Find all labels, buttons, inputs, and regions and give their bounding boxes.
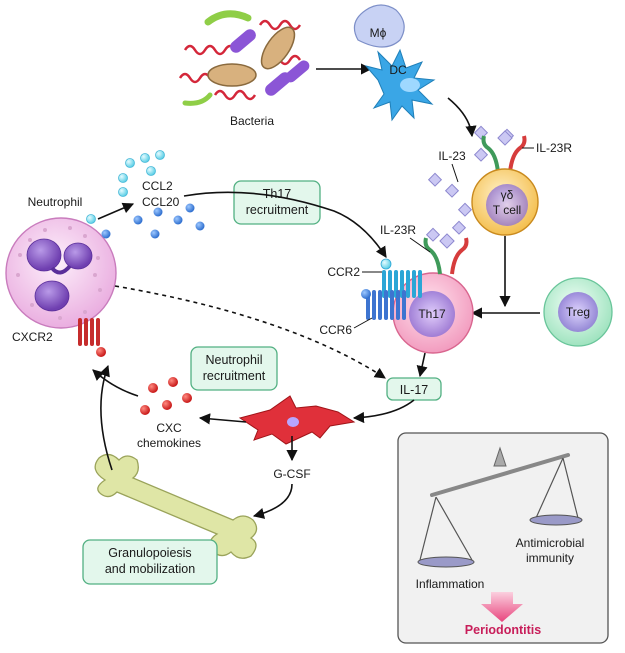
periodontitis-label: Periodontitis: [465, 623, 541, 637]
il17-box: IL-17: [386, 377, 442, 401]
bacteria-cluster: [178, 10, 310, 106]
il23r-label-mid: IL-23R: [380, 223, 416, 237]
dc-nucleus: [400, 78, 420, 92]
granulopoiesis-line1: Granulopoiesis: [108, 546, 191, 560]
antimicrobial-label-line2: immunity: [526, 551, 574, 565]
arrow-ccl-to-th17: [183, 191, 387, 258]
cxc-chemokines: [140, 377, 192, 415]
arrow-il17-to-fibroblast: [352, 399, 415, 424]
granulopoiesis-line2: and mobilization: [105, 562, 195, 576]
cxcr2-label: CXCR2: [12, 330, 53, 344]
il23r-mid-leader: [409, 237, 431, 253]
th17-nucleus: [409, 291, 455, 337]
arrow-cxc-to-neutrophil: [92, 369, 139, 397]
th17-label: Th17: [418, 307, 446, 321]
ccl20-chemokines: [133, 203, 205, 239]
il23r-receptor-top: [481, 130, 527, 173]
neutrophil-nucleus: [26, 238, 93, 312]
treg-nucleus: [558, 292, 598, 332]
arrow-neutrophil-to-il17-dashed: [114, 285, 386, 379]
bacteria-label: Bacteria: [230, 114, 274, 128]
fibroblast-nucleus: [287, 417, 299, 427]
ccl20-label: CCL20: [142, 195, 180, 209]
arrow-dc-to-il23r: [447, 97, 477, 138]
th17-recruitment-box: Th17 recruitment: [233, 180, 321, 225]
granulopoiesis-box: Granulopoiesis and mobilization: [82, 539, 218, 585]
macrophage-label: Mϕ: [370, 26, 387, 40]
balance-panel: [397, 432, 609, 644]
gd-tcell-nucleus: [486, 184, 528, 226]
il23-label-leader: [451, 163, 459, 183]
neutrophil-label: Neutrophil: [28, 195, 83, 209]
treg-label: Treg: [566, 305, 590, 319]
arrow-th17-to-il17: [416, 352, 428, 378]
down-arrow-to-periodontitis: [481, 592, 523, 622]
cxcr2-receptor: [78, 318, 106, 357]
arrow-bone-to-neutrophil: [99, 364, 113, 471]
bone-marrow: [94, 453, 258, 559]
ccr2-label: CCR2: [327, 265, 360, 279]
cxc-label-line2: chemokines: [137, 436, 201, 450]
neutrophil-recruitment-box: Neutrophil recruitment: [190, 346, 278, 391]
neutrophil-ccl2-bead: [86, 214, 96, 224]
neutrophil-recruitment-line1: Neutrophil: [206, 353, 263, 367]
il17-label: IL-17: [400, 383, 429, 397]
gd-tcell-label: T cell: [493, 203, 521, 217]
ccr2-receptor: [380, 258, 422, 298]
arrow-neutrophil-to-ccl: [97, 202, 135, 220]
gd-symbol-label: γδ: [501, 188, 514, 202]
ccr6-leader: [353, 317, 373, 329]
th17-recruitment-line2: recruitment: [246, 203, 309, 217]
ccl2-label: CCL2: [142, 179, 173, 193]
gcsf-label: G-CSF: [273, 467, 310, 481]
antimicrobial-label-line1: Antimicrobial: [516, 536, 585, 550]
inflammation-label: Inflammation: [416, 577, 485, 591]
macrophage-cell: [353, 4, 405, 48]
ccr6-receptor: [361, 289, 406, 320]
il23-label: IL-23: [438, 149, 466, 163]
cxc-label-line1: CXC: [156, 421, 182, 435]
dc-label: DC: [389, 63, 407, 77]
neutrophil-ccl20-bead: [101, 229, 111, 239]
ccr6-label: CCR6: [319, 323, 352, 337]
ccl2-chemokines: [118, 150, 165, 197]
arrow-gcsf-to-bone: [252, 483, 293, 519]
il23r-receptor-mid: [423, 233, 469, 275]
neutrophil-granules: [16, 226, 102, 320]
neutrophil-recruitment-line2: recruitment: [203, 369, 266, 383]
il23r-label-top: IL-23R: [536, 141, 572, 155]
arrow-fibroblast-to-cxc: [198, 413, 247, 425]
